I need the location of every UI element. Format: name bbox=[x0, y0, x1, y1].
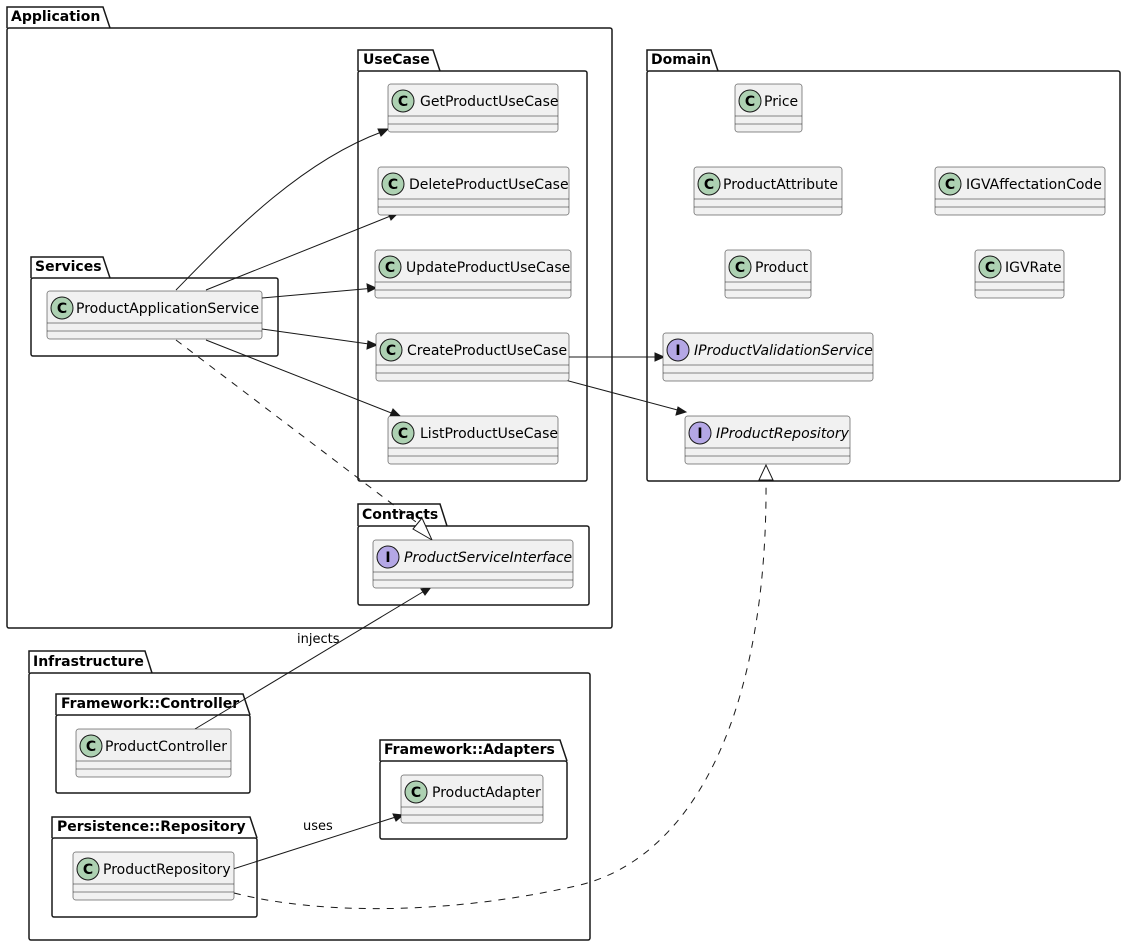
edge-service-to-list bbox=[205, 339, 400, 417]
arrowhead-list bbox=[389, 408, 402, 417]
label-injects: injects bbox=[297, 632, 340, 647]
arrowhead-irepository bbox=[675, 406, 688, 416]
label-uses: uses bbox=[303, 819, 333, 834]
edge-service-implements-interface bbox=[175, 339, 421, 526]
arrowhead-implements-interface bbox=[412, 517, 434, 542]
package-infrastructure: Infrastructure bbox=[28, 650, 591, 941]
class-circle-icon: C bbox=[398, 426, 408, 442]
interface-circle-icon: I bbox=[697, 426, 702, 442]
class-name: ProductAdapter bbox=[432, 785, 541, 801]
class-circle-icon: C bbox=[388, 177, 398, 193]
package-services-label: Services bbox=[35, 259, 102, 275]
class-name: GetProductUseCase bbox=[420, 94, 559, 110]
class-circle-icon: C bbox=[745, 94, 755, 110]
edge-repository-implements-irepository bbox=[233, 478, 767, 910]
class-get-product-use-case[interactable]: C GetProductUseCase bbox=[387, 83, 559, 133]
package-services: Services bbox=[30, 256, 279, 357]
class-name: IGVAffectationCode bbox=[966, 177, 1102, 193]
arrowhead-get bbox=[377, 128, 390, 137]
interface-name: IProductRepository bbox=[716, 426, 850, 442]
package-persistence-repository: Persistence::Repository bbox=[51, 816, 258, 918]
class-name: DeleteProductUseCase bbox=[409, 177, 569, 193]
class-product-application-service[interactable]: C ProductApplicationService bbox=[46, 290, 263, 340]
interface-iproduct-repository[interactable]: I IProductRepository bbox=[684, 415, 851, 465]
package-application: Application bbox=[6, 6, 613, 629]
arrowhead-uses bbox=[392, 813, 405, 822]
package-usecase-label: UseCase bbox=[363, 52, 430, 68]
package-framework-controller: Framework::Controller bbox=[55, 693, 251, 794]
package-framework-adapters-label: Framework::Adapters bbox=[384, 742, 555, 758]
package-application-label: Application bbox=[11, 9, 100, 25]
package-persistence-repository-label: Persistence::Repository bbox=[57, 819, 246, 835]
interface-circle-icon: I bbox=[385, 550, 390, 566]
class-name: ProductApplicationService bbox=[76, 301, 259, 317]
package-contracts: Contracts bbox=[357, 503, 590, 606]
class-circle-icon: C bbox=[411, 785, 421, 801]
class-product-controller[interactable]: C ProductController bbox=[75, 728, 232, 778]
class-product[interactable]: C Product bbox=[724, 249, 812, 299]
interface-name: ProductServiceInterface bbox=[404, 550, 572, 566]
interface-name: IProductValidationService bbox=[694, 343, 873, 359]
class-circle-icon: C bbox=[735, 260, 745, 276]
class-name: Product bbox=[755, 260, 809, 276]
class-update-product-use-case[interactable]: C UpdateProductUseCase bbox=[374, 249, 572, 299]
package-domain: Domain bbox=[646, 49, 1121, 482]
edge-controller-injects bbox=[194, 586, 432, 730]
class-circle-icon: C bbox=[83, 862, 93, 878]
class-name: CreateProductUseCase bbox=[407, 343, 567, 359]
class-circle-icon: C bbox=[86, 739, 96, 755]
class-circle-icon: C bbox=[386, 343, 396, 359]
arrowhead-validation bbox=[654, 352, 666, 362]
class-name: UpdateProductUseCase bbox=[406, 260, 570, 276]
class-circle-icon: C bbox=[704, 177, 714, 193]
package-framework-adapters: Framework::Adapters bbox=[379, 739, 568, 840]
interface-circle-icon: I bbox=[675, 343, 680, 359]
class-circle-icon: C bbox=[945, 177, 955, 193]
interface-iproduct-validation-service[interactable]: I IProductValidationService bbox=[662, 332, 874, 382]
interface-product-service-interface[interactable]: I ProductServiceInterface bbox=[372, 539, 574, 589]
arrowhead-create bbox=[366, 340, 379, 350]
class-name: ListProductUseCase bbox=[420, 426, 558, 442]
class-price[interactable]: C Price bbox=[734, 83, 803, 133]
class-create-product-use-case[interactable]: C CreateProductUseCase bbox=[375, 332, 570, 382]
edge-create-to-irepository bbox=[564, 379, 686, 413]
class-name: ProductRepository bbox=[103, 862, 231, 878]
package-infrastructure-label: Infrastructure bbox=[33, 654, 144, 670]
class-circle-icon: C bbox=[398, 94, 408, 110]
edge-service-to-create bbox=[261, 328, 377, 346]
package-usecase: UseCase bbox=[357, 49, 588, 482]
arrowhead-update bbox=[366, 283, 378, 293]
class-name: ProductAttribute bbox=[723, 177, 838, 193]
package-domain-label: Domain bbox=[651, 52, 711, 68]
class-delete-product-use-case[interactable]: C DeleteProductUseCase bbox=[377, 166, 570, 216]
class-product-repository[interactable]: C ProductRepository bbox=[72, 851, 235, 901]
package-contracts-label: Contracts bbox=[362, 507, 438, 523]
class-igv-affectation-code[interactable]: C IGVAffectationCode bbox=[934, 166, 1106, 216]
edge-service-to-update bbox=[261, 287, 376, 299]
class-igv-rate[interactable]: C IGVRate bbox=[974, 249, 1065, 299]
package-framework-controller-label: Framework::Controller bbox=[61, 696, 239, 712]
class-name: Price bbox=[764, 94, 798, 110]
edge-service-to-get bbox=[175, 129, 388, 291]
class-circle-icon: C bbox=[385, 260, 395, 276]
class-name: ProductController bbox=[105, 739, 227, 755]
class-circle-icon: C bbox=[985, 260, 995, 276]
arrowhead-implements-irepository bbox=[758, 463, 774, 481]
class-product-adapter[interactable]: C ProductAdapter bbox=[400, 774, 544, 824]
class-list-product-use-case[interactable]: C ListProductUseCase bbox=[387, 415, 559, 465]
edge-service-to-delete bbox=[205, 212, 399, 291]
class-name: IGVRate bbox=[1005, 260, 1062, 276]
class-product-attribute[interactable]: C ProductAttribute bbox=[693, 166, 843, 216]
class-circle-icon: C bbox=[57, 301, 67, 317]
edge-repository-uses-adapter bbox=[232, 814, 403, 870]
